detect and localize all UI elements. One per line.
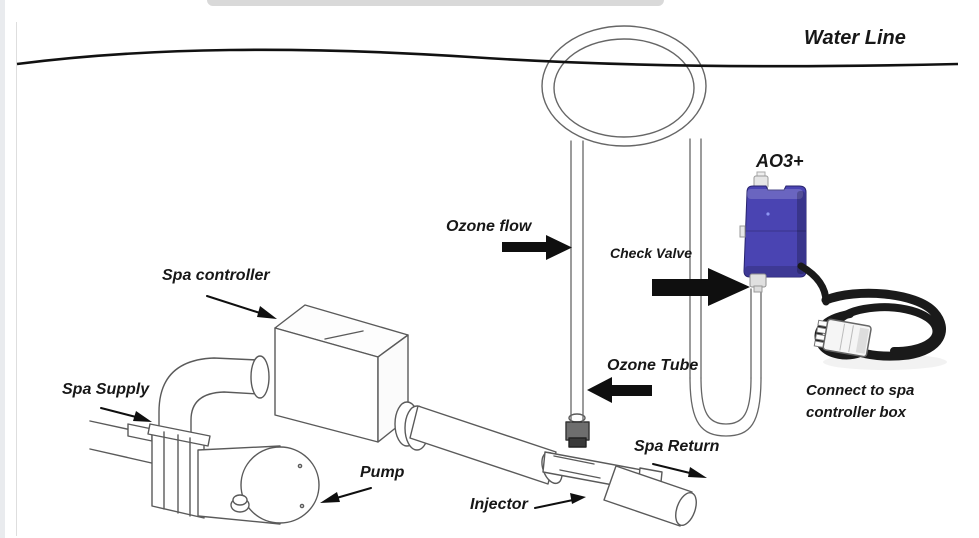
ao3-device-label: AO3+	[756, 151, 804, 171]
page-edge-strip	[0, 0, 5, 538]
connect-note: Connect to spa controller box	[806, 380, 914, 424]
spa-controller-pointer	[206, 295, 264, 315]
connector-plug-icon	[813, 318, 872, 358]
page-edge-line	[16, 22, 17, 536]
pump-wet-end-figure	[147, 423, 211, 519]
equipment-line-art	[89, 25, 762, 527]
spa-return-figure	[603, 465, 697, 527]
pointer-arrows	[100, 295, 707, 509]
spa-return-label: Spa Return	[634, 438, 720, 455]
ao3-ozonator-figure	[739, 171, 807, 293]
connect-note-line2: controller box	[806, 403, 907, 421]
ozone-loop-figure	[541, 25, 707, 147]
ozone-tube-label: Ozone Tube	[607, 357, 699, 374]
ozone-flow-label: Ozone flow	[446, 218, 532, 235]
pump-pointer	[332, 487, 372, 500]
connect-note-line1: Connect to spa	[806, 382, 915, 399]
ozone-tube-figure	[570, 138, 762, 437]
water-line-curve	[16, 48, 959, 68]
ozone-flow-arrow-icon	[502, 235, 572, 260]
injector-label: Injector	[470, 496, 528, 513]
pump-label: Pump	[360, 464, 405, 481]
check-valve-arrow-icon	[652, 268, 750, 306]
check-valve-label: Check Valve	[610, 245, 692, 261]
flow-arrows	[502, 235, 750, 403]
water-line-label: Water Line	[804, 27, 906, 49]
spa-controller-label: Spa controller	[162, 267, 270, 284]
discharge-pipe-figure	[394, 401, 563, 485]
spa-controller-figure	[274, 304, 409, 443]
top-scroll-artifact	[207, 0, 664, 6]
spa-supply-label: Spa Supply	[62, 381, 150, 398]
spa-supply-pointer	[100, 407, 141, 419]
spa-return-pointer	[652, 463, 695, 475]
ozone-tube-arrow-icon	[587, 377, 652, 403]
pump-figure	[197, 445, 320, 525]
injector-pointer	[534, 499, 574, 509]
